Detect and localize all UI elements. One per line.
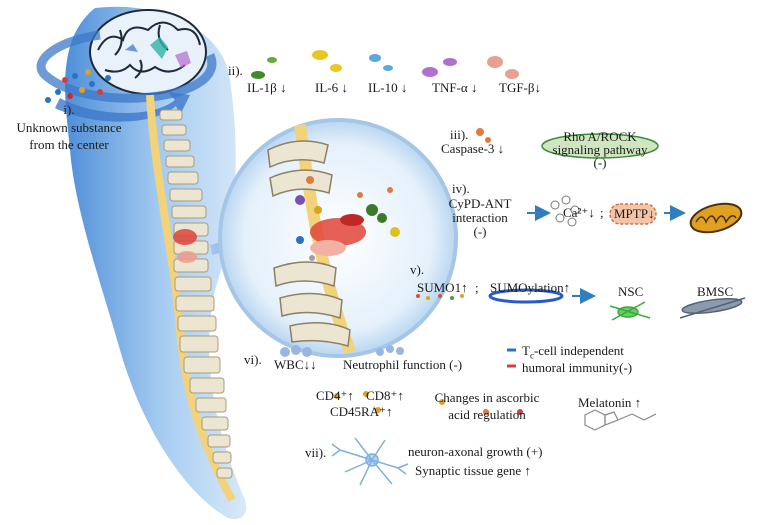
- label-cd4: CD4⁺↑: [316, 388, 354, 403]
- sumoylation-ring: [488, 288, 564, 304]
- label-wbc: WBC↓↓: [274, 357, 317, 372]
- calcium-ion-icons: [550, 195, 580, 227]
- label-nsc: NSC: [618, 284, 644, 299]
- neutrophil-icon: [376, 345, 404, 356]
- label-tgfb: TGF-β↓: [499, 80, 542, 95]
- label-cypd-line3: (-): [473, 224, 487, 239]
- mitochondria-icon: [689, 202, 743, 234]
- label-rhoa-line3: (-): [593, 155, 607, 170]
- label-rhoa-line2: signaling pathway: [552, 142, 648, 157]
- particles-icon: [45, 69, 111, 103]
- label-rhoa-line1: Rho A/ROCK: [563, 129, 637, 144]
- lesion-magnified: [310, 214, 366, 256]
- magnified-circle: [218, 118, 458, 358]
- label-v-marker: v).: [410, 262, 425, 277]
- label-ii-marker: ii).: [228, 63, 243, 78]
- bmsc-cell-icon: [679, 297, 746, 319]
- label-cd45: CD45RA⁺↑: [330, 404, 393, 419]
- caspase-icon: [476, 128, 491, 143]
- label-ascorbic-line2: acid regulation: [448, 407, 526, 422]
- melatonin-molecule-icon: [584, 409, 657, 431]
- cd-marker-dots: [334, 391, 381, 413]
- label-tcell-sub: c: [529, 350, 534, 361]
- cytokine-icons: [251, 50, 519, 79]
- label-ascorbic-line1: Changes in ascorbic: [434, 390, 540, 405]
- sumo-dots: [416, 294, 464, 300]
- label-tcell-rest: -cell independent: [533, 343, 624, 358]
- nsc-cell-icon: [609, 301, 651, 321]
- label-sumo1: SUMO1↑: [417, 280, 468, 295]
- label-iv-marker: iv).: [452, 181, 470, 196]
- label-i-line2: from the center: [29, 137, 109, 152]
- label-i-line1: Unknown substance: [16, 120, 122, 135]
- label-vi-marker: vi).: [244, 352, 262, 367]
- label-vii-marker: vii).: [305, 445, 327, 460]
- rhoa-pathway-oval: [541, 133, 659, 159]
- label-synaptic: Synaptic tissue gene ↑: [415, 463, 531, 478]
- label-cypd-line1: CyPD-ANT: [448, 196, 512, 211]
- ascorbic-dots: [439, 399, 523, 415]
- mptp-box: [609, 203, 657, 225]
- label-cd8: CD8⁺↑: [366, 388, 404, 403]
- label-neuron-growth: neuron-axonal growth (+): [408, 444, 543, 459]
- label-caspase: Caspase-3 ↓: [441, 141, 505, 156]
- label-iii-marker: iii).: [450, 127, 469, 142]
- brain-icon: [89, 9, 207, 95]
- lesion-small: [173, 229, 197, 263]
- label-tnfa: TNF-α ↓: [432, 80, 478, 95]
- label-v-separator: ;: [475, 280, 479, 295]
- label-sumoylation: SUMOylation↑: [490, 280, 571, 295]
- debris-particles: [295, 176, 400, 261]
- label-i-marker: i).: [63, 102, 75, 117]
- label-il6: IL-6 ↓: [315, 80, 348, 95]
- vertebrae: [159, 109, 233, 479]
- label-tcell-line2: humoral immunity(-): [522, 360, 633, 375]
- label-mptp: MPTP↓: [614, 206, 655, 221]
- label-il1b: IL-1β ↓: [247, 80, 287, 95]
- label-tcell-t: T: [522, 343, 530, 358]
- neuron-icon: [331, 437, 409, 486]
- label-bmsc: BMSC: [697, 284, 734, 299]
- label-melatonin: Melatonin ↑: [578, 395, 642, 410]
- label-iv-separator: ;: [600, 205, 604, 220]
- label-tcell-line1: Tc-cell independent: [522, 343, 624, 364]
- tcell-dots: [507, 348, 516, 368]
- label-neutrophil: Neutrophil function (-): [343, 357, 463, 372]
- label-calcium: Ca²⁺↓: [563, 205, 595, 220]
- swirl-arrow: [36, 30, 217, 103]
- wbc-icon: [280, 345, 312, 357]
- label-cypd-line2: interaction: [452, 210, 508, 225]
- label-il10: IL-10 ↓: [368, 80, 408, 95]
